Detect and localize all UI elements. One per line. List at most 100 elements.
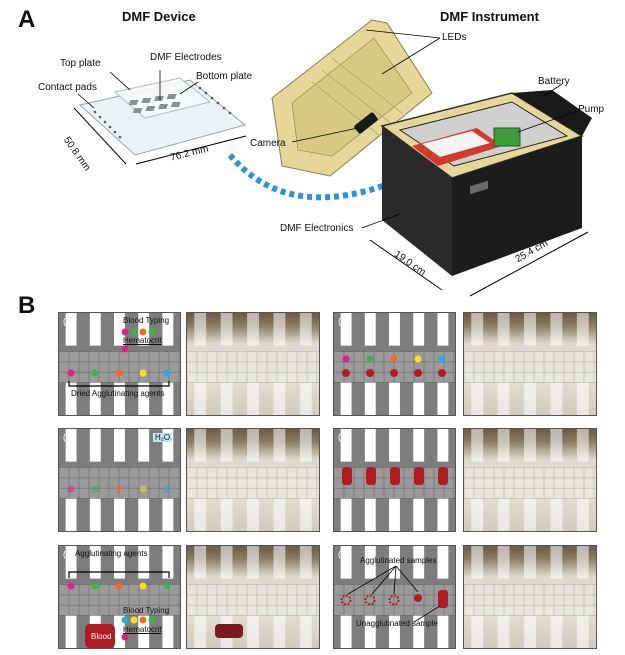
blood-label: Blood bbox=[91, 632, 112, 641]
reservoir-electrode bbox=[340, 382, 352, 415]
reservoir-electrode bbox=[389, 615, 400, 648]
reservoir-electrode bbox=[194, 498, 207, 531]
electrode-band bbox=[187, 584, 319, 616]
reservoir-electrode bbox=[550, 498, 563, 531]
reservoir-electrode bbox=[524, 615, 536, 648]
panel-i-photo bbox=[186, 312, 320, 416]
hematocrit-label: Hematocrit bbox=[123, 336, 162, 345]
reservoir-electrode bbox=[114, 615, 125, 648]
panel-iii-schematic: (iii) Agglutinating agents Blood Typing … bbox=[58, 545, 181, 649]
reservoir-electrode bbox=[273, 498, 286, 531]
photo-grid bbox=[464, 546, 596, 648]
reservoir-electrode bbox=[550, 313, 563, 346]
reservoir-electrode bbox=[340, 615, 352, 648]
dmf-device-illustration bbox=[73, 70, 247, 165]
panel-iii-numeral: (iii) bbox=[63, 549, 75, 559]
reservoir-electrode bbox=[524, 313, 536, 346]
reservoir-electrode bbox=[299, 546, 312, 579]
reservoir-electrode bbox=[471, 546, 484, 579]
panel-vi-numeral: (vi) bbox=[338, 549, 351, 559]
reservoir-electrode bbox=[364, 429, 376, 462]
reservoir-electrode bbox=[114, 313, 125, 346]
reservoir-electrode bbox=[162, 498, 174, 531]
reservoir-electrode bbox=[89, 546, 101, 579]
reservoir-electrode bbox=[389, 313, 400, 346]
reservoir-electrode bbox=[220, 313, 233, 346]
reservoir-electrode bbox=[340, 546, 352, 579]
reservoir-electrode bbox=[550, 546, 563, 579]
reservoir-electrode bbox=[413, 382, 425, 415]
reservoir-electrode bbox=[389, 546, 400, 579]
reservoir-electrode bbox=[162, 429, 174, 462]
camera-label: Camera bbox=[250, 138, 286, 149]
reservoir-electrode bbox=[247, 382, 259, 415]
reservoir-electrode bbox=[273, 546, 286, 579]
reservoir-electrode bbox=[497, 313, 510, 346]
reservoir-electrode bbox=[497, 498, 510, 531]
reservoir-electrode bbox=[413, 546, 425, 579]
unagglutinated-sample-label: Unagglutinated sample bbox=[356, 619, 438, 628]
panel-iv-droplets bbox=[342, 355, 446, 377]
photo-grid bbox=[464, 313, 596, 415]
electrode-grid bbox=[59, 429, 180, 531]
reservoir-electrode bbox=[471, 313, 484, 346]
reservoir-electrode bbox=[65, 498, 77, 531]
panel-v-photo bbox=[463, 428, 597, 532]
reservoir-electrode bbox=[497, 429, 510, 462]
reservoir-electrode bbox=[471, 615, 484, 648]
reservoir-electrode bbox=[65, 546, 77, 579]
reservoir-electrode bbox=[247, 313, 259, 346]
agglutinated-samples-label: Agglutinated samples bbox=[360, 556, 437, 565]
dmf-electronics-label: DMF Electronics bbox=[280, 223, 354, 234]
reservoir-electrode bbox=[437, 313, 449, 346]
reservoir-electrode bbox=[524, 382, 536, 415]
reservoir-electrode bbox=[114, 498, 125, 531]
reservoir-electrode bbox=[114, 429, 125, 462]
reservoir-electrode bbox=[65, 313, 77, 346]
top-plate-label: Top plate bbox=[60, 58, 101, 69]
reservoir-electrode bbox=[162, 546, 174, 579]
reservoir-electrode bbox=[114, 546, 125, 579]
photo-grid bbox=[187, 313, 319, 415]
panel-vi-photo bbox=[463, 545, 597, 649]
electrode-grid bbox=[334, 546, 455, 648]
reservoir-electrode bbox=[437, 546, 449, 579]
reservoir-electrode bbox=[413, 498, 425, 531]
photo-grid bbox=[187, 429, 319, 531]
reservoir-electrode bbox=[138, 546, 150, 579]
reservoir-electrode bbox=[89, 429, 101, 462]
section-b-letter: B bbox=[18, 292, 36, 319]
reservoir-electrode bbox=[576, 498, 589, 531]
reservoir-electrode bbox=[524, 429, 536, 462]
reservoir-electrode bbox=[220, 429, 233, 462]
reservoir-electrode bbox=[65, 615, 77, 648]
panel-ii-photo bbox=[186, 428, 320, 532]
photo-grid bbox=[187, 546, 319, 648]
reservoir-electrode bbox=[364, 615, 376, 648]
battery-label: Battery bbox=[538, 76, 570, 87]
electrode-grid bbox=[334, 313, 455, 415]
reservoir-electrode bbox=[497, 382, 510, 415]
reservoir-electrode bbox=[273, 615, 286, 648]
reservoir-electrode bbox=[220, 382, 233, 415]
reservoir-electrode bbox=[299, 615, 312, 648]
reservoir-electrode bbox=[89, 382, 101, 415]
reservoir-electrode bbox=[65, 382, 77, 415]
hematocrit-label: Hematocrit bbox=[123, 625, 162, 634]
reservoir-electrode bbox=[364, 382, 376, 415]
reservoir-electrode bbox=[114, 382, 125, 415]
pump-label: Pump bbox=[578, 104, 605, 115]
reservoir-electrode bbox=[220, 498, 233, 531]
blood-typing-label: Blood Typing bbox=[123, 606, 170, 615]
electrode-band bbox=[187, 351, 319, 383]
blood-droplet bbox=[215, 624, 243, 638]
reservoir-electrode bbox=[437, 382, 449, 415]
dmf-device-title: DMF Device bbox=[122, 9, 196, 24]
reservoir-electrode bbox=[576, 615, 589, 648]
panel-v-schematic: (v) bbox=[333, 428, 456, 532]
reservoir-electrode bbox=[550, 615, 563, 648]
reservoir-electrode bbox=[497, 546, 510, 579]
panel-ii-numeral: (ii) bbox=[63, 432, 73, 442]
reservoir-electrode bbox=[162, 313, 174, 346]
electrode-band bbox=[187, 467, 319, 499]
